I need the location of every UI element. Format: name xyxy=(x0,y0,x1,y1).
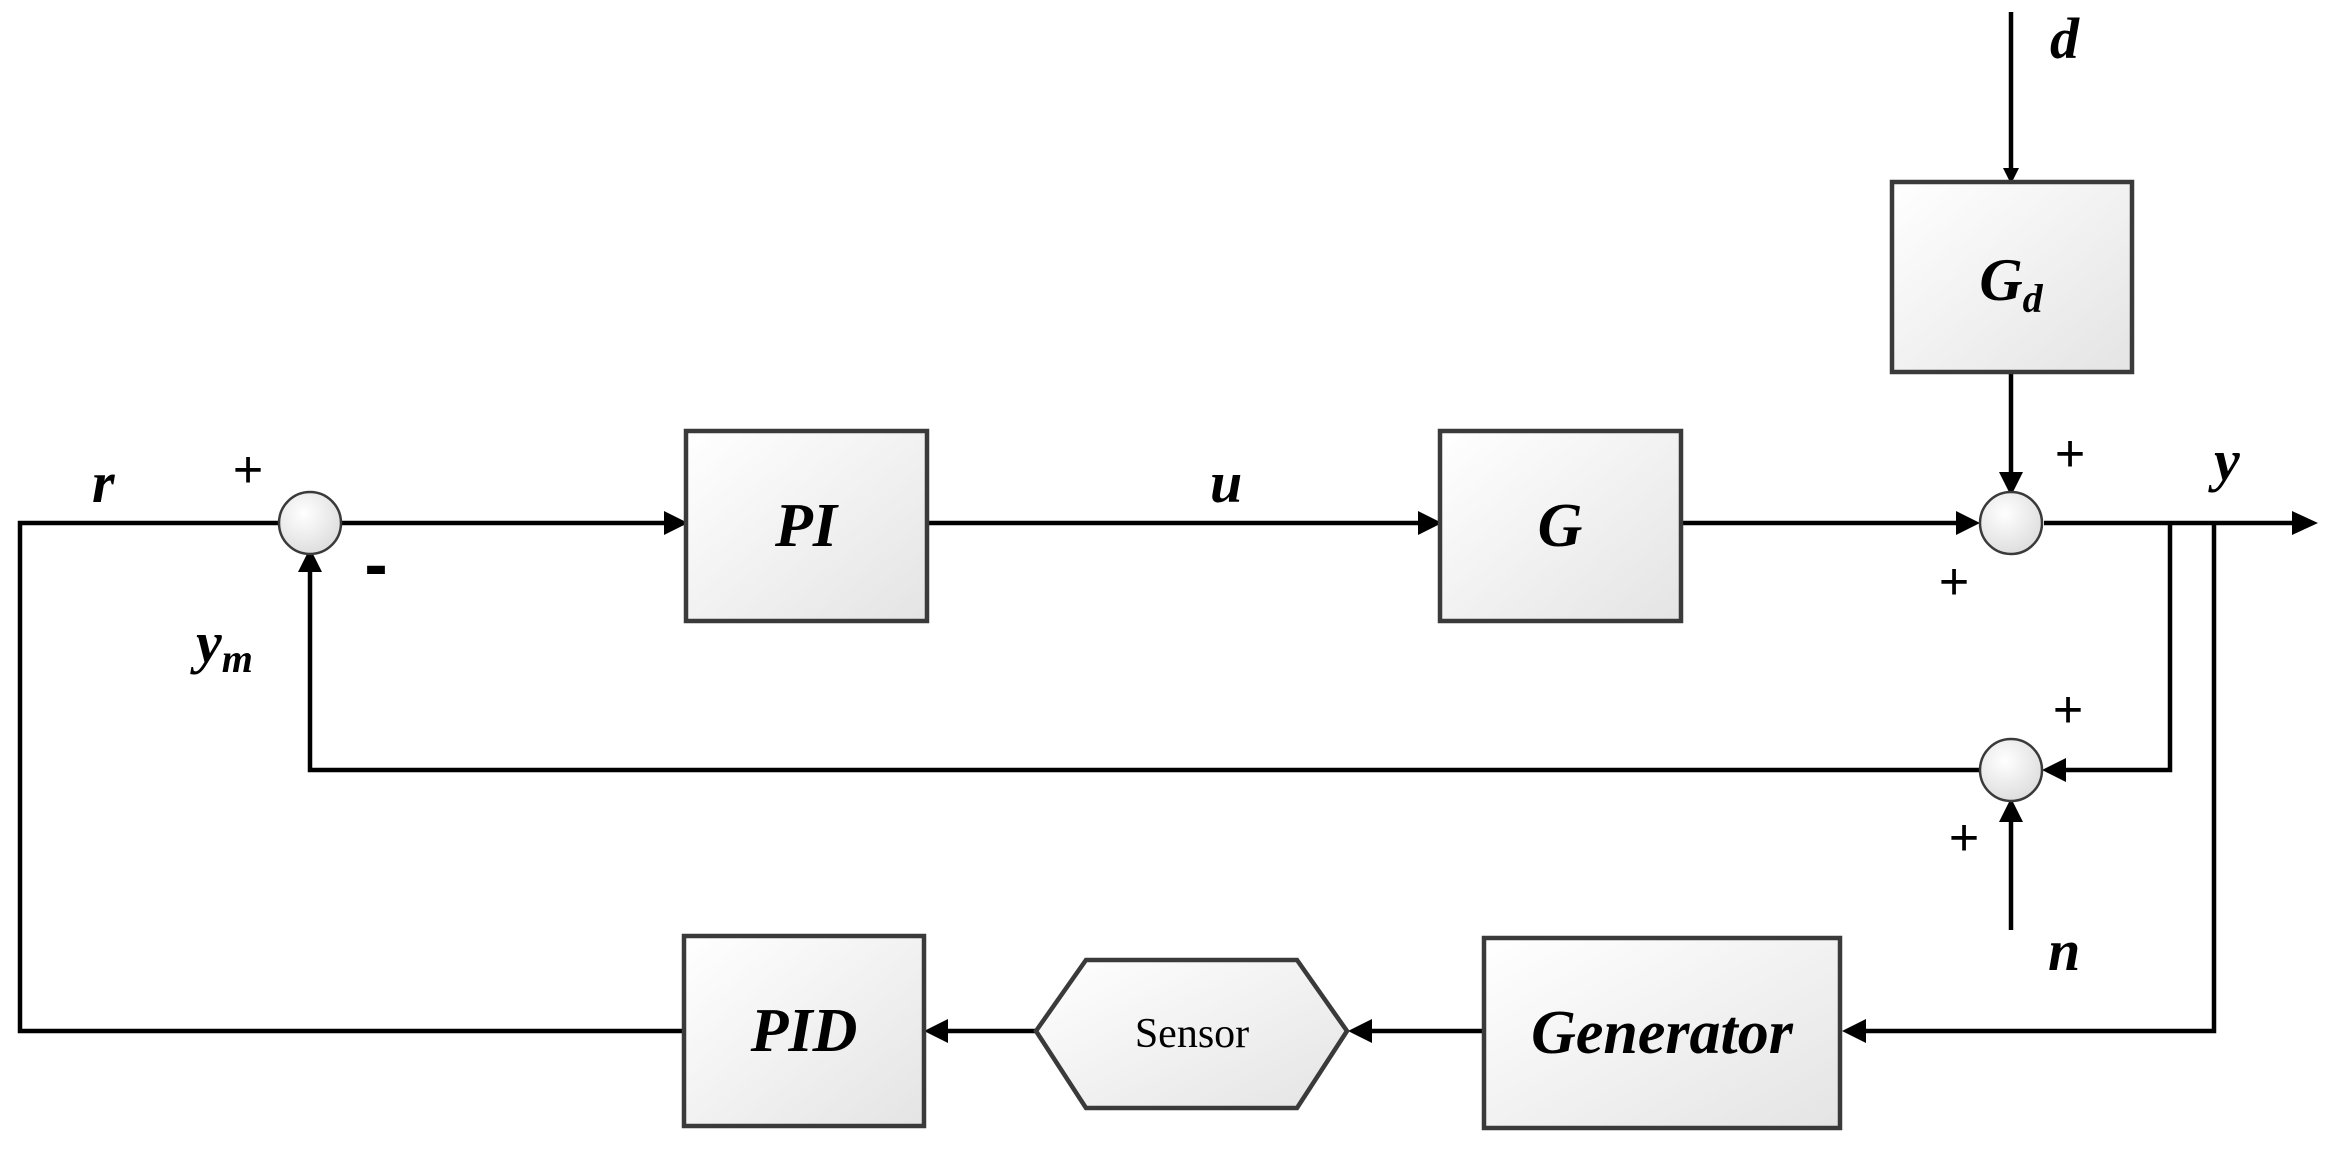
arrowhead-into-sensor xyxy=(1348,1019,1372,1043)
arrowhead-into-sum2 xyxy=(1956,511,1980,535)
pid-controller-block: PID xyxy=(681,933,927,1129)
arrowhead-into-gd xyxy=(2003,168,2019,184)
summing-junction-measurement xyxy=(1978,737,2044,803)
sensor-block-label: Sensor xyxy=(1135,1011,1249,1057)
arrowhead-into-pid xyxy=(924,1019,948,1043)
signal-label-y: y xyxy=(2208,428,2240,493)
generator-block: Generator xyxy=(1481,935,1843,1131)
arrowhead-into-sum1 xyxy=(298,548,322,572)
pid-block-label: PID xyxy=(750,997,858,1065)
wire-y-to-sum3 xyxy=(2060,523,2173,773)
sign-sum2-top: + xyxy=(2055,425,2085,483)
summing-junction-output xyxy=(1978,490,2044,556)
plant-g-block: G xyxy=(1437,428,1684,624)
sign-sum3-bottom: + xyxy=(1949,809,1979,867)
arrowhead-into-pi xyxy=(664,511,688,535)
signal-label-n: n xyxy=(2048,918,2080,983)
wire-sum3-to-sum1 xyxy=(307,570,1980,773)
arrowhead-into-sum3-right xyxy=(2042,758,2066,782)
signal-label-ym: ym xyxy=(190,610,253,681)
arrowhead-into-sum3-bottom xyxy=(1999,798,2023,822)
gd-block-label: Gd xyxy=(1979,247,2043,321)
signal-label-r: r xyxy=(92,450,115,515)
signal-label-u: u xyxy=(1210,450,1242,515)
disturbance-gd-block: Gd xyxy=(1889,179,2135,375)
arrowhead-into-g xyxy=(1418,511,1442,535)
pi-block-label: PI xyxy=(774,492,839,560)
sign-sum3-right: + xyxy=(2053,681,2083,739)
pi-controller-block: PI xyxy=(683,428,930,624)
sign-sum1-bottom: - xyxy=(364,525,387,603)
summing-junction-error xyxy=(277,490,343,556)
wire-y-to-generator xyxy=(1862,523,2217,1034)
sign-sum1-top: + xyxy=(233,441,263,499)
arrowhead-gd-to-sum2 xyxy=(1999,472,2023,496)
arrowhead-output-y xyxy=(2292,511,2318,535)
signal-label-d: d xyxy=(2050,6,2080,71)
sensor-block: Sensor xyxy=(1033,957,1350,1111)
sign-sum2-left: + xyxy=(1939,553,1969,611)
wire-pid-to-r xyxy=(17,520,686,1034)
g-block-label: G xyxy=(1538,492,1583,560)
generator-block-label: Generator xyxy=(1531,999,1794,1067)
arrowhead-into-generator xyxy=(1842,1019,1866,1043)
